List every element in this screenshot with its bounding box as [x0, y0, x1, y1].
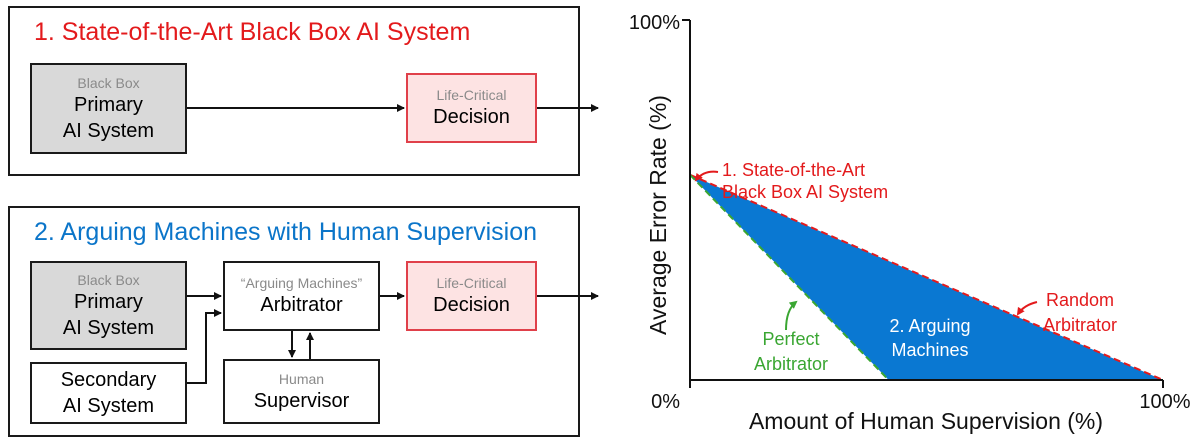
perfect-label-line2: Arbitrator [754, 354, 828, 374]
x-tick-label-left: 0% [651, 391, 680, 413]
perfect-arbitrator-line [689, 174, 890, 381]
panel1-primary-line1: Primary [74, 93, 143, 116]
panel1-decision-box: Life-Critical Decision [406, 73, 537, 143]
panel1-primary-line2: AI System [62, 119, 155, 142]
supervisor-small-label: Human [278, 370, 325, 387]
panel2-decision-small-label: Life-Critical [436, 275, 507, 291]
sota-label-line1: 1. State-of-the-Art [722, 160, 865, 180]
human-supervisor-box: Human Supervisor [223, 359, 380, 424]
arrow-secondary-to-arbitrator [187, 309, 222, 384]
perfect-pointer-arrow [785, 300, 798, 331]
panel2-decision-box: Life-Critical Decision [406, 261, 537, 331]
x-axis-label: Amount of Human Supervision (%) [749, 408, 1103, 434]
supervisor-label: Supervisor [253, 389, 350, 412]
panel2-primary-small-label: Black Box [77, 271, 140, 288]
arbitrator-box: “Arguing Machines” Arbitrator [223, 261, 380, 331]
panel1-title: 1. State-of-the-Art Black Box AI System [34, 18, 471, 46]
panel1-decision-small-label: Life-Critical [436, 87, 507, 103]
random-label-line1: Random [1046, 290, 1114, 310]
panel2-primary-ai-box: Black Box Primary AI System [30, 261, 187, 350]
error-rate-chart: 100% 0% 100% Amount of Human Supervision… [629, 12, 1191, 434]
panel2-decision-label: Decision [433, 294, 510, 316]
panel2-title: 2. Arguing Machines with Human Supervisi… [34, 218, 538, 246]
random-pointer-arrow [1016, 301, 1038, 316]
arguing-label-line2: Machines [891, 340, 968, 360]
panel2-primary-line1: Primary [74, 290, 143, 313]
panel1-primary-ai-box: Black Box Primary AI System [30, 63, 187, 154]
secondary-ai-box: Secondary AI System [30, 362, 187, 424]
secondary-line1: Secondary [60, 369, 157, 391]
sota-pointer-arrow [694, 170, 719, 182]
secondary-line2: AI System [62, 395, 155, 417]
random-label-line2: Arbitrator [1043, 315, 1117, 335]
arbitrator-small-label: “Arguing Machines” [240, 275, 363, 291]
panel2-primary-line2: AI System [62, 316, 155, 339]
arbitrator-label: Arbitrator [260, 294, 343, 316]
random-arbitrator-line [689, 173, 1164, 381]
perfect-label-line1: Perfect [762, 329, 819, 349]
panel1-decision-label: Decision [433, 106, 510, 128]
y-tick-label-top: 100% [629, 12, 680, 34]
y-axis-label: Average Error Rate (%) [645, 95, 671, 335]
x-tick-label-right: 100% [1139, 391, 1190, 413]
sota-label-line2: Black Box AI System [722, 182, 888, 202]
panel1-primary-small-label: Black Box [77, 74, 140, 91]
arguing-label-line1: 2. Arguing [889, 316, 970, 336]
flow-arrows [187, 104, 599, 384]
